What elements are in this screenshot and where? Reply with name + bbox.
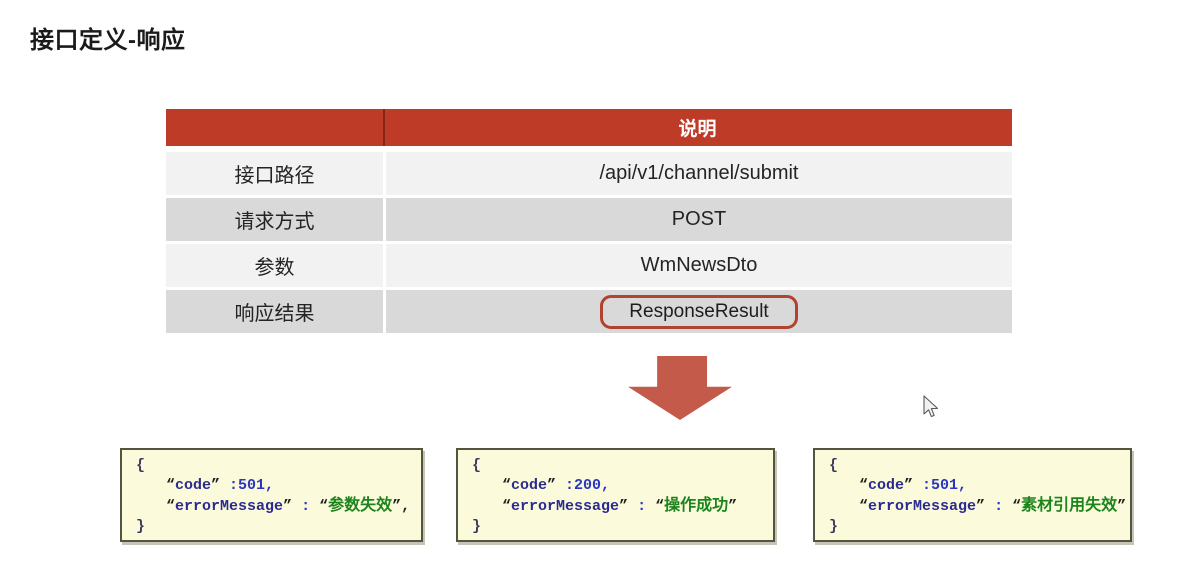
code-line: { <box>829 456 1130 476</box>
code-token-key: errorMessage <box>868 498 977 515</box>
code-token-brace: { <box>829 457 839 474</box>
json-code-box: {“code” :200,“errorMessage” : “操作成功”} <box>456 448 775 542</box>
code-line: } <box>829 517 1130 537</box>
code-token-num: :200, <box>556 477 611 494</box>
code-token-quote: ” <box>904 477 914 494</box>
code-token-quote: “ <box>859 477 869 494</box>
code-token-key: code <box>175 477 212 494</box>
code-token-quote: “ <box>166 498 176 515</box>
table-row: 响应结果 ResponseResult <box>166 290 1012 333</box>
code-token-key: code <box>511 477 548 494</box>
code-token-num: :501, <box>913 477 968 494</box>
code-token-quote: ” <box>392 498 402 515</box>
code-token-key: errorMessage <box>175 498 284 515</box>
code-token-key: errorMessage <box>511 498 620 515</box>
code-line: { <box>136 456 421 476</box>
table-header-row: 说明 <box>166 109 1012 146</box>
code-token-num: : <box>292 498 320 515</box>
code-token-str: 参数失效 <box>328 497 393 514</box>
row-label: 请求方式 <box>166 198 383 241</box>
code-token-brace: { <box>472 457 482 474</box>
code-token-quote: ” <box>283 498 293 515</box>
code-token-quote: “ <box>502 498 512 515</box>
code-line: “code” :200, <box>472 476 773 496</box>
down-arrow-shape <box>628 356 732 420</box>
row-value: WmNewsDto <box>386 244 1012 287</box>
code-line: “code” :501, <box>829 476 1130 496</box>
code-token-num: :501, <box>220 477 275 494</box>
json-code-box: {“code” :501,“errorMessage” : “素材引用失效”} <box>813 448 1132 542</box>
code-line: { <box>472 456 773 476</box>
code-line: } <box>472 517 773 537</box>
responseresult-highlight: ResponseResult <box>600 294 798 329</box>
row-value: POST <box>386 198 1012 241</box>
code-token-quote: ” <box>728 498 738 515</box>
row-value: /api/v1/channel/submit <box>386 152 1012 195</box>
row-label: 参数 <box>166 244 383 287</box>
code-line: } <box>136 517 421 537</box>
code-token-quote: ” <box>1117 498 1127 515</box>
code-token-brace: } <box>472 518 482 535</box>
code-token-quote: ” <box>619 498 629 515</box>
code-token-num: : <box>628 498 656 515</box>
row-label: 响应结果 <box>166 290 383 333</box>
row-label: 接口路径 <box>166 152 383 195</box>
code-token-brace: } <box>136 518 146 535</box>
code-token-quote: “ <box>859 498 869 515</box>
code-token-quote: ” <box>211 477 221 494</box>
code-token-str: 素材引用失效 <box>1021 497 1118 514</box>
code-token-quote: “ <box>502 477 512 494</box>
code-line: “errorMessage” : “素材引用失效” <box>829 496 1130 517</box>
table-header-empty-cell <box>166 109 383 146</box>
code-line: “errorMessage” : “操作成功” <box>472 496 773 517</box>
mouse-cursor-icon <box>923 395 939 418</box>
code-token-quote: “ <box>319 498 329 515</box>
page-title: 接口定义-响应 <box>30 27 186 54</box>
code-token-key: code <box>868 477 905 494</box>
code-line: “errorMessage” : “参数失效”, <box>136 496 421 517</box>
table-header-description: 说明 <box>678 119 717 140</box>
code-token-plain: , <box>401 498 411 515</box>
code-token-quote: “ <box>166 477 176 494</box>
code-token-quote: ” <box>547 477 557 494</box>
code-token-brace: } <box>829 518 839 535</box>
code-token-quote: “ <box>655 498 665 515</box>
code-token-str: 操作成功 <box>664 497 729 514</box>
code-token-num: : <box>985 498 1013 515</box>
code-token-quote: ” <box>976 498 986 515</box>
code-line: “code” :501, <box>136 476 421 496</box>
table-row: 接口路径/api/v1/channel/submit <box>166 152 1012 195</box>
code-token-brace: { <box>136 457 146 474</box>
code-token-quote: “ <box>1012 498 1022 515</box>
row-value: ResponseResult <box>386 290 1012 333</box>
json-code-box: {“code” :501,“errorMessage” : “参数失效”,} <box>120 448 423 542</box>
